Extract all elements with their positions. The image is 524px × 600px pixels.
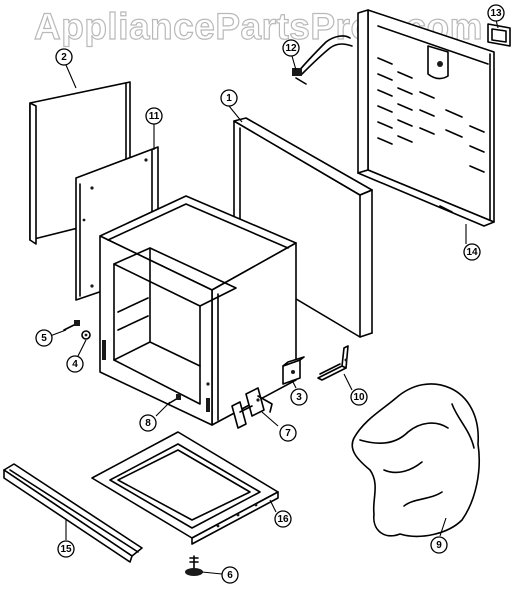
callout-number: 4 [72,359,78,370]
callout-circle [220,89,238,107]
part-15-front-trim[interactable] [3,463,143,563]
callout-circle [145,107,163,125]
callout-number: 13 [490,8,502,19]
callout-11[interactable]: 11 [145,107,163,125]
callout-number: 1 [226,93,232,104]
callout-number: 2 [61,52,67,63]
part-14-rear-panel[interactable] [357,9,495,227]
callout-7[interactable]: 7 [279,424,297,442]
callout-number: 8 [145,418,151,429]
callout-number: 11 [149,111,160,122]
part-16-bottom-frame[interactable] [91,431,279,545]
callout-circle [66,355,84,373]
callout-circle [35,329,53,347]
callout-number: 5 [41,333,47,344]
callout-circle [290,388,308,406]
part-7-hinge[interactable] [231,387,273,429]
callout-circle [463,243,481,261]
callout-circle [57,540,75,558]
callout-6[interactable]: 6 [221,566,239,584]
callout-number: 6 [227,570,233,581]
callout-5[interactable]: 5 [35,329,53,347]
callout-circle [221,566,239,584]
callout-16[interactable]: 16 [274,510,292,528]
callout-number: 14 [466,247,478,258]
callout-circle [350,388,368,406]
callout-number: 9 [436,540,442,551]
callout-circle [274,510,292,528]
callout-13[interactable]: 13 [487,4,505,22]
part-3-bracket[interactable] [282,356,305,385]
callout-1[interactable]: 1 [220,89,238,107]
part-9-insulation[interactable] [351,383,481,538]
callout-2[interactable]: 2 [55,48,73,66]
callout-circle [279,424,297,442]
callout-number: 10 [353,392,365,403]
callout-15[interactable]: 15 [57,540,75,558]
callout-number: 15 [60,544,72,555]
callout-12[interactable]: 12 [282,39,300,57]
callout-number: 16 [277,514,289,525]
callout-10[interactable]: 10 [350,388,368,406]
callout-4[interactable]: 4 [66,355,84,373]
callout-9[interactable]: 9 [430,536,448,554]
callout-circle [430,536,448,554]
oven-cavity[interactable] [99,195,297,426]
callout-number: 7 [285,428,291,439]
callout-number: 12 [285,43,297,54]
callout-8[interactable]: 8 [139,414,157,432]
callout-circle [487,4,505,22]
part-12-wire-harness[interactable] [292,35,353,85]
part-13-cover[interactable] [487,23,511,47]
part-4-screw[interactable] [81,330,91,340]
part-10-bracket[interactable] [317,345,349,381]
callout-14[interactable]: 14 [463,243,481,261]
callout-circle [139,414,157,432]
part-5-screw[interactable] [63,320,80,331]
callout-circle [282,39,300,57]
part-6-leveling-leg[interactable] [185,555,203,576]
callout-3[interactable]: 3 [290,388,308,406]
leader-lines [49,19,499,575]
callout-number: 3 [296,392,302,403]
callout-circle [55,48,73,66]
